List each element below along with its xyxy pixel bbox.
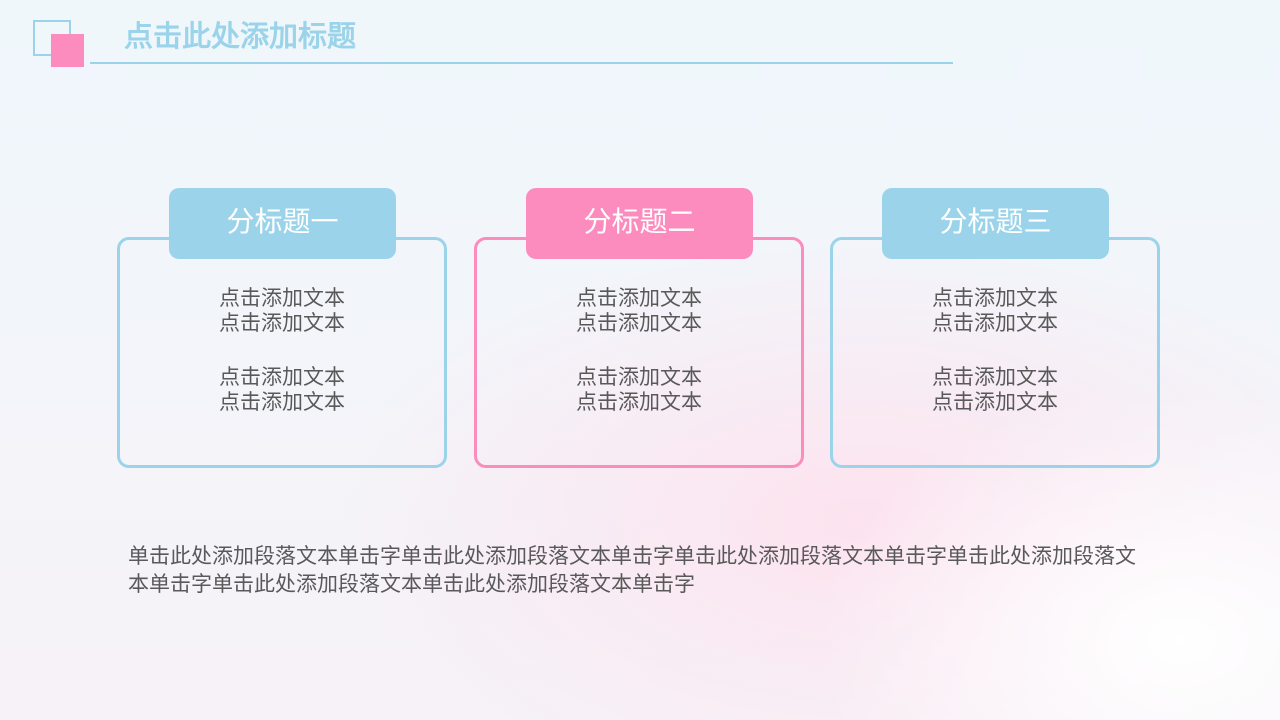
- card-1-body[interactable]: 点击添加文本 点击添加文本 点击添加文本 点击添加文本: [117, 286, 447, 415]
- card-1-line-3: 点击添加文本: [219, 365, 345, 389]
- card-3-line-1: 点击添加文本: [932, 286, 1058, 310]
- body-paragraph[interactable]: 单击此处添加段落文本单击字单击此处添加段落文本单击字单击此处添加段落文本单击字单…: [128, 542, 1158, 598]
- card-2-line-1: 点击添加文本: [576, 286, 702, 310]
- card-2-line-4: 点击添加文本: [576, 390, 702, 414]
- paragraph-line-2: 本单击字单击此处添加段落文本单击此处添加段落文本单击字: [128, 572, 695, 596]
- card-3-body[interactable]: 点击添加文本 点击添加文本 点击添加文本 点击添加文本: [830, 286, 1160, 415]
- card-2-line-3: 点击添加文本: [576, 365, 702, 389]
- card-2-line-2: 点击添加文本: [576, 311, 702, 335]
- card-1-line-1: 点击添加文本: [219, 286, 345, 310]
- card-2-title[interactable]: 分标题二: [526, 188, 753, 259]
- card-3-title[interactable]: 分标题三: [882, 188, 1109, 259]
- card-1-line-2: 点击添加文本: [219, 311, 345, 335]
- card-3-line-3: 点击添加文本: [932, 365, 1058, 389]
- card-1-title[interactable]: 分标题一: [169, 188, 396, 259]
- slide-title[interactable]: 点击此处添加标题: [124, 19, 357, 53]
- logo-pink-square: [51, 34, 84, 67]
- card-3-line-2: 点击添加文本: [932, 311, 1058, 335]
- title-underline: [90, 62, 953, 64]
- card-2-body[interactable]: 点击添加文本 点击添加文本 点击添加文本 点击添加文本: [474, 286, 804, 415]
- card-1-line-4: 点击添加文本: [219, 390, 345, 414]
- paragraph-line-1: 单击此处添加段落文本单击字单击此处添加段落文本单击字单击此处添加段落文本单击字单…: [128, 544, 1136, 568]
- card-3-line-4: 点击添加文本: [932, 390, 1058, 414]
